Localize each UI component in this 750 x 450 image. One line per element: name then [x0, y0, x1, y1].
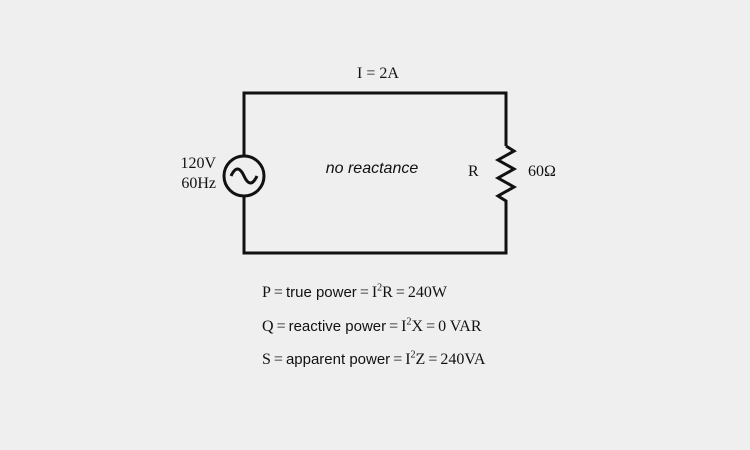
expr-base: I: [371, 284, 378, 301]
formula-symbol: S: [262, 351, 271, 368]
equals-sign: =: [273, 351, 283, 368]
equals-sign: =: [395, 284, 405, 301]
formula-expression: I2R: [371, 282, 393, 301]
expr-exponent: 2: [377, 282, 383, 294]
formula-result: 0 VAR: [438, 318, 482, 335]
sine-wave-icon: [229, 167, 259, 185]
equals-sign: =: [428, 351, 438, 368]
formula-expression: I2X: [401, 316, 424, 335]
wire-top: [242, 91, 508, 156]
equals-sign: =: [359, 284, 369, 301]
formula-symbol: P: [262, 284, 271, 301]
formula-true-power: P=true power=I2R=240W: [262, 282, 447, 302]
formula-expression: I2Z: [405, 349, 426, 368]
resistor-value-label: 60Ω: [528, 163, 556, 180]
expr-variable: X: [411, 318, 424, 335]
formula-reactive-power: Q=reactive power=I2X=0 VAR: [262, 316, 482, 336]
equals-sign: =: [426, 318, 436, 335]
expr-exponent: 2: [406, 316, 412, 328]
expr-base: I: [401, 318, 407, 335]
source-voltage: 120V: [180, 155, 216, 172]
source-frequency: 60Hz: [181, 175, 216, 192]
wire-bottom: [242, 196, 508, 255]
formula-name: true power: [285, 284, 357, 301]
formula-symbol: Q: [262, 318, 274, 335]
current-label: I = 2A: [357, 65, 399, 82]
source-label: 120V 60Hz: [150, 154, 216, 194]
formula-name: apparent power: [285, 351, 391, 368]
expr-exponent: 2: [410, 349, 416, 361]
resistor-zigzag-icon: [494, 144, 518, 206]
formula-result: 240W: [407, 284, 447, 301]
formula-result: 240VA: [440, 351, 486, 368]
formula-apparent-power: S=apparent power=I2Z=240VA: [262, 349, 486, 369]
resistor-name-label: R: [468, 163, 479, 180]
equals-sign: =: [276, 318, 286, 335]
expr-base: I: [405, 351, 411, 368]
expr-variable: Z: [415, 351, 426, 368]
expr-variable: R: [382, 284, 393, 301]
formula-name: reactive power: [288, 318, 387, 335]
equals-sign: =: [389, 318, 399, 335]
equals-sign: =: [393, 351, 403, 368]
annotation-no-reactance: no reactance: [325, 160, 419, 177]
equals-sign: =: [273, 284, 283, 301]
